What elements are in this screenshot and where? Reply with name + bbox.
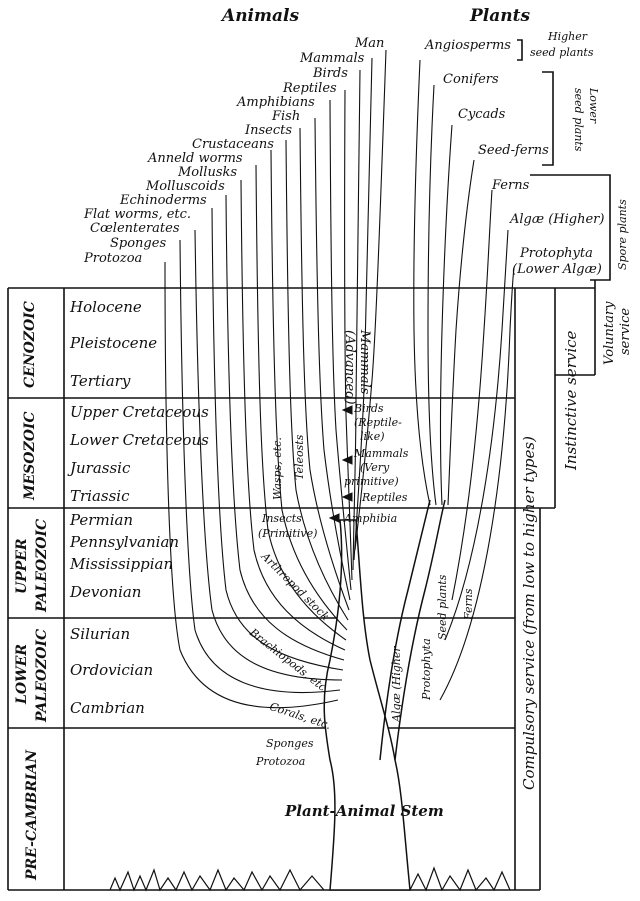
animal-label-amphibians: Amphibians [237,95,315,110]
plant-label-seed-ferns: Seed-ferns [478,143,549,158]
tree-label-amphibia: Amphibia [344,512,398,525]
animal-label-echinoderms: Echinoderms [120,193,207,208]
period-cambrian: Cambrian [70,699,145,717]
tree-label-mammals-primitive-3: primitive) [344,475,399,488]
tree-label-algae-higher: Algæ (Higher [390,646,403,722]
period-jurassic: Jurassic [70,459,131,477]
period-upper-cretaceous: Upper Cretaceous [70,403,209,421]
animal-label-birds: Birds [313,66,348,81]
animal-label-fish: Fish [272,109,301,124]
animal-label-insects: Insects [245,123,293,138]
tree-label-reptiles: Reptiles [362,491,408,504]
plant-label-conifers: Conifers [443,72,499,87]
tree-label-birds-1: Birds [354,402,384,415]
era-lower-paleozoic-line2: PALEOZOIC [34,628,50,722]
animal-label-molluscoids: Molluscoids [146,179,225,194]
era-upper-paleozoic-line1: UPPER [14,538,30,594]
period-lower-cretaceous: Lower Cretaceous [70,431,209,449]
period-silurian: Silurian [70,625,131,643]
service-voluntary-line2: service [618,307,633,355]
tree-label-plant-animal-stem: Plant-Animal Stem [285,802,444,820]
bracket-spore-plants: Spore plants [616,199,629,270]
era-pre-cambrian: PRE-CAMBRIAN [24,749,40,880]
tree-label-sponges: Sponges [266,737,314,750]
plant-label-cycads: Cycads [458,107,506,122]
tree-label-wasps: Wasps, etc. [271,437,284,500]
animal-label-mammals: Mammals [300,51,365,66]
plant-label-protophyta: Protophyta [520,246,593,261]
tree-label-birds-2: (Reptile- [354,416,402,429]
period-mississippian: Mississippian [70,555,174,573]
tree-label-protozoa: Protozoa [256,755,306,768]
era-upper-paleozoic-line2: PALEOZOIC [34,518,50,612]
plants-header: Plants [470,6,531,26]
tree-label-insects-primitive-1: Insects [262,512,302,525]
tree-label-mammals-primitive-2: (Very [360,461,390,474]
tree-label-mammals-advanced-2: (Advanced) [342,330,357,405]
bracket-higher-seed-line1: Higher [548,30,588,43]
plant-label-lower-algae: (Lower Algæ) [512,262,602,277]
era-lower-paleozoic-line1: LOWER [14,643,30,704]
period-holocene: Holocene [70,298,142,316]
animal-label-reptiles: Reptiles [283,81,337,96]
animal-label-sponges: Sponges [110,236,167,251]
plant-label-angiosperms: Angiosperms [425,38,511,53]
service-voluntary-line1: Voluntary [602,301,617,365]
period-pleistocene: Pleistocene [70,334,158,352]
service-instinctive: Instinctive service [562,330,580,470]
plant-label-algae-higher: Algæ (Higher) [510,212,605,227]
bracket-lower-seed-line1: Lower [587,88,600,124]
period-permian: Permian [70,511,134,529]
period-devonian: Devonian [70,583,142,601]
tree-label-mammals-primitive-1: Mammals [354,447,409,460]
animal-label-flat-worms: Flat worms, etc. [84,207,192,222]
animal-label-crustaceans: Crustaceans [192,137,274,152]
plant-label-ferns: Ferns [492,178,530,193]
tree-label-insects-primitive-2: (Primitive) [258,527,318,540]
tree-label-mammals-advanced-1: Mammals [357,330,372,395]
period-triassic: Triassic [70,487,130,505]
period-tertiary: Tertiary [70,372,131,390]
service-compulsory: Compulsory service (from low to higher t… [520,436,538,790]
tree-label-seed-plants: Seed plants [436,574,449,640]
animal-label-mollusks: Mollusks [178,165,238,180]
tree-label-protophyta: Protophyta [420,638,433,700]
bracket-higher-seed-line2: seed plants [530,46,594,59]
animals-header: Animals [222,6,300,26]
bracket-lower-seed-line2: seed plants [572,88,585,152]
animal-label-protozoa: Protozoa [84,251,143,266]
era-cenozoic: CENOZOIC [22,301,38,388]
period-ordovician: Ordovician [70,661,154,679]
tree-label-teleosts: Teleosts [293,434,306,480]
period-pennsylvanian: Pennsylvanian [70,533,180,551]
era-mesozoic: MESOZOIC [22,411,38,500]
tree-label-ferns: Ferns [462,588,475,620]
tree-label-birds-3: like) [360,430,385,443]
animal-label-man: Man [355,36,385,51]
animal-label-coelenterates: Cœlenterates [90,221,180,236]
animal-label-annelid-worms: Anneld worms [148,151,243,166]
